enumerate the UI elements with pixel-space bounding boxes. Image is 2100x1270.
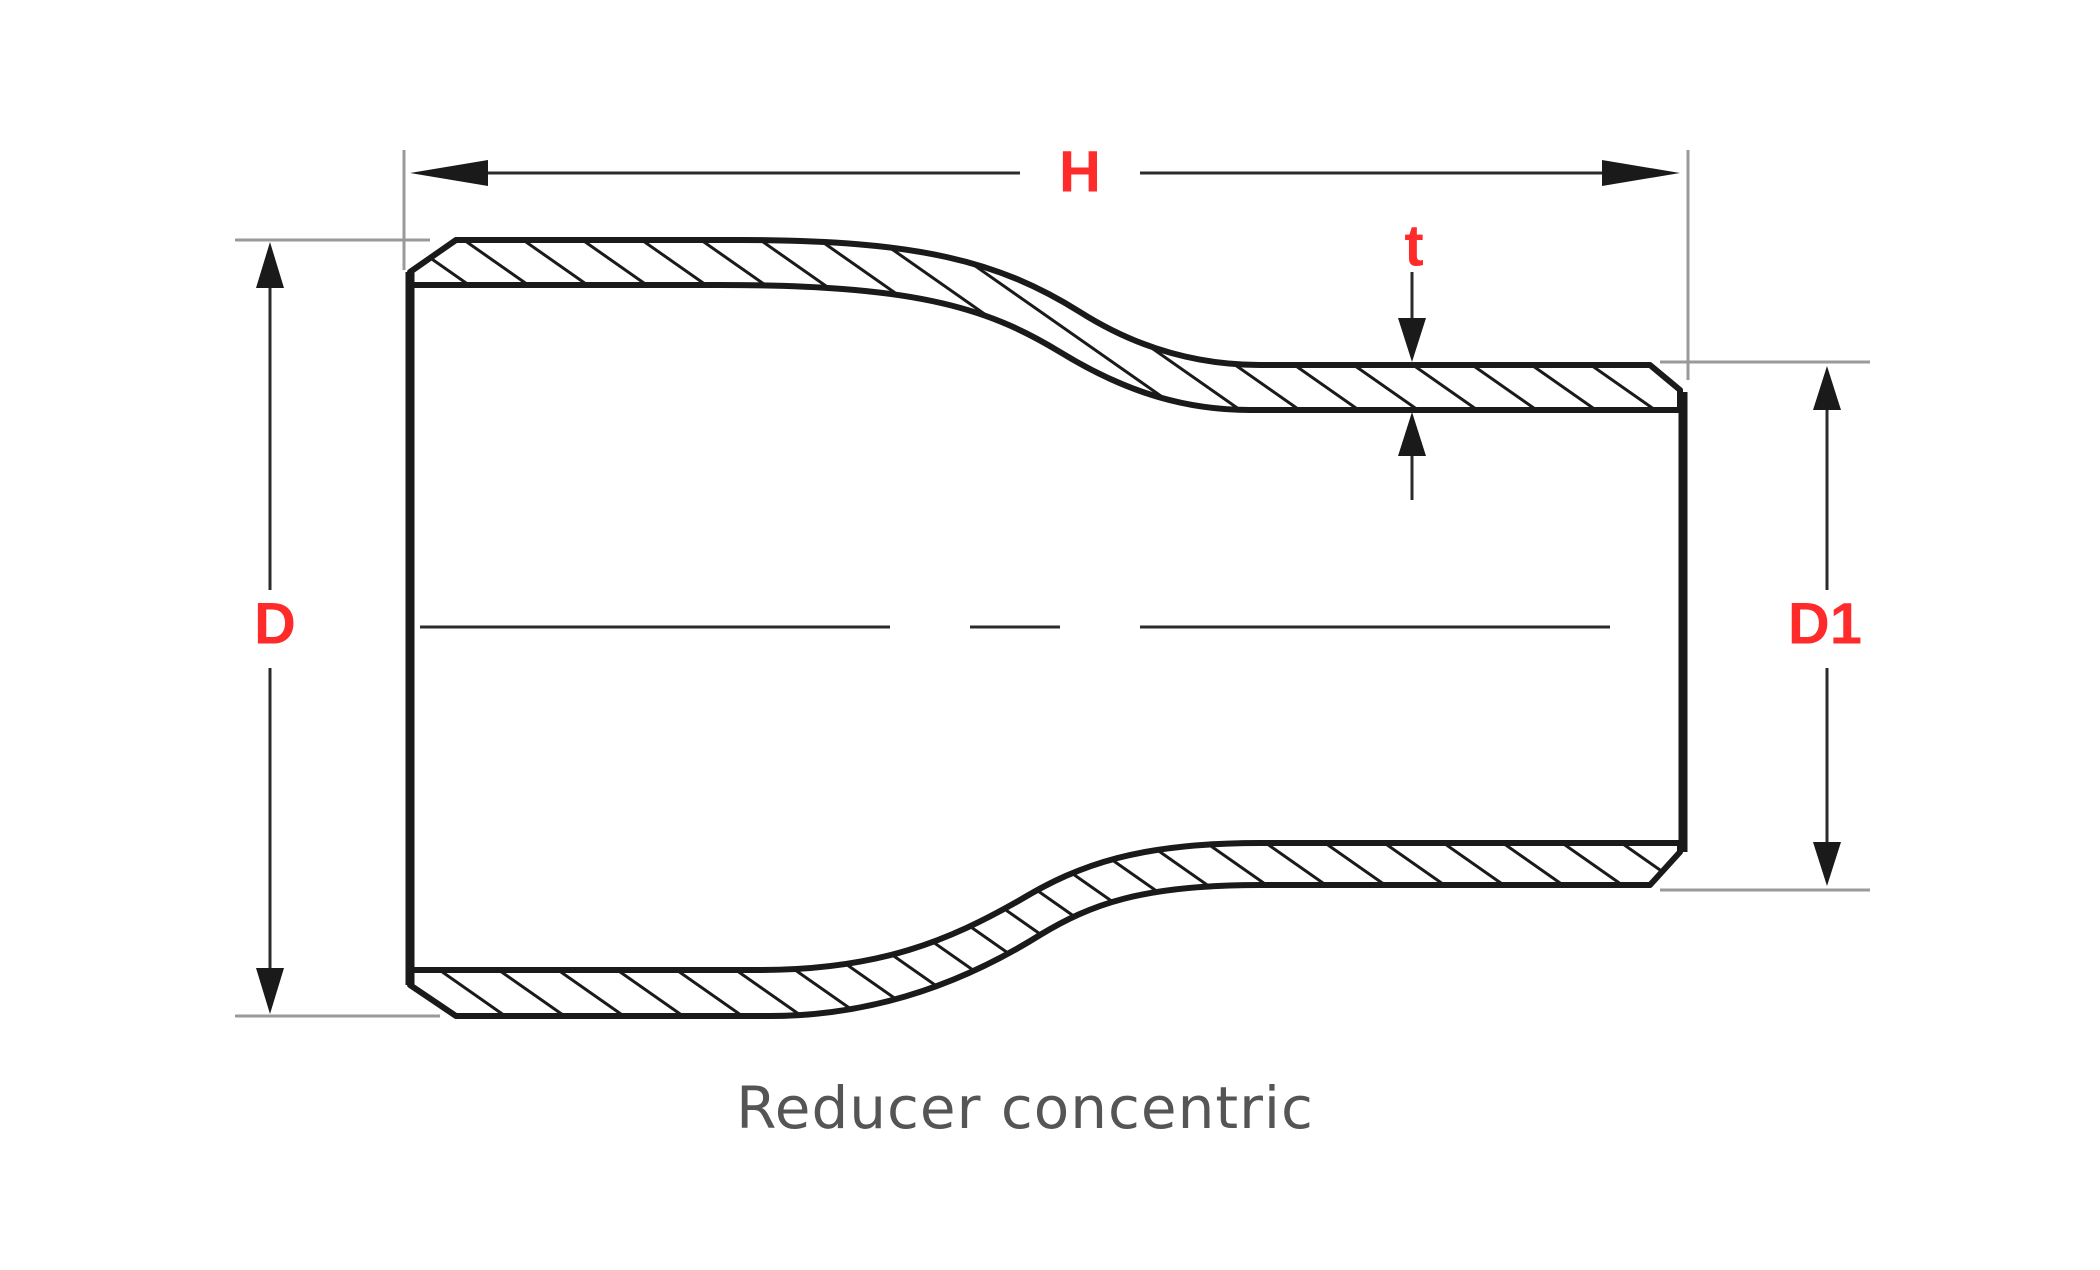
- d-arrow-up-icon: [256, 242, 284, 288]
- d-dimension-label: D: [254, 591, 296, 656]
- d1-dimension-label: D1: [1788, 591, 1862, 656]
- d1-arrow-up-icon: [1813, 366, 1841, 410]
- d1-dimension: [1813, 366, 1841, 886]
- diagram-caption: Reducer concentric: [736, 1074, 1314, 1142]
- t-arrow-up-icon: [1398, 412, 1426, 456]
- t-dimension: [1398, 272, 1426, 500]
- top-wall-section: [407, 237, 1683, 413]
- bottom-wall-section: [407, 840, 1683, 1019]
- h-arrow-left-icon: [410, 160, 488, 186]
- d1-arrow-down-icon: [1813, 842, 1841, 886]
- t-dimension-label: t: [1404, 213, 1423, 278]
- h-dimension-label: H: [1059, 139, 1101, 204]
- h-dimension: [410, 160, 1680, 186]
- d-arrow-down-icon: [256, 968, 284, 1014]
- h-arrow-right-icon: [1602, 160, 1680, 186]
- t-arrow-down-icon: [1398, 318, 1426, 362]
- extension-lines: [235, 150, 1870, 1018]
- d-dimension: [256, 242, 284, 1014]
